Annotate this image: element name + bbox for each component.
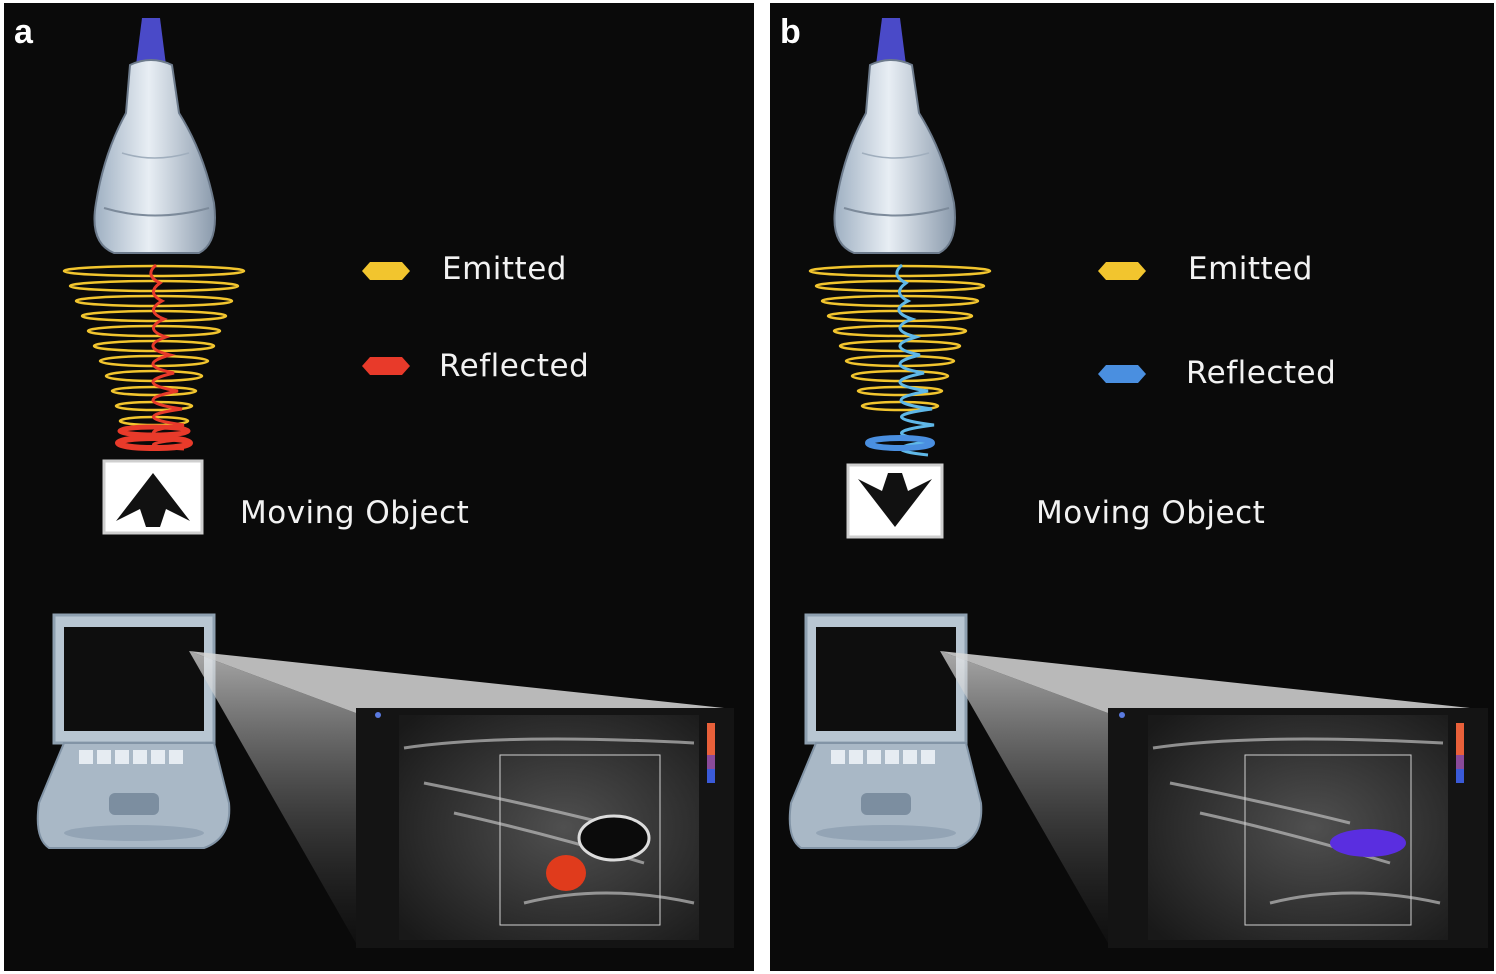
color-flow-region [546, 855, 586, 891]
color-flow-region [1330, 829, 1406, 857]
legend-label-emitted: Emitted [442, 251, 567, 287]
ultrasound-machine [788, 613, 983, 849]
legend-label-reflected: Reflected [1186, 355, 1337, 391]
ultrasound-image [1108, 708, 1488, 948]
panel-b-artwork [788, 18, 1488, 948]
panel-b: b Emitted Reflected Moving Object [770, 3, 1494, 971]
moving-object-box [102, 459, 204, 535]
reflected-wave [115, 263, 193, 451]
zoom-beam [189, 651, 356, 943]
panel-letter: b [780, 13, 801, 51]
legend-swatch-reflected [362, 357, 410, 375]
legend-swatch-emitted [362, 262, 410, 280]
color-scale [707, 723, 715, 783]
ultrasound-probe [833, 18, 956, 254]
moving-object-label: Moving Object [240, 495, 470, 531]
ultrasound-image [356, 708, 734, 948]
ultrasound-machine [36, 613, 231, 849]
zoom-beam [940, 651, 1108, 943]
color-scale [1456, 723, 1464, 783]
panel-letter: a [14, 13, 33, 51]
moving-object-label: Moving Object [1036, 495, 1266, 531]
panel-a: a Emitted Reflected Moving Object [4, 3, 754, 971]
arrow-down-icon [858, 473, 932, 527]
arrow-up-icon [116, 473, 190, 527]
legend-label-emitted: Emitted [1188, 251, 1313, 287]
panel-a-artwork [36, 18, 734, 948]
ultrasound-probe [93, 18, 216, 254]
legend-label-reflected: Reflected [439, 348, 590, 384]
legend-swatch-emitted [1098, 262, 1146, 280]
legend-swatch-reflected [1098, 365, 1146, 383]
moving-object-box [846, 463, 944, 539]
reflected-wave [865, 263, 935, 457]
